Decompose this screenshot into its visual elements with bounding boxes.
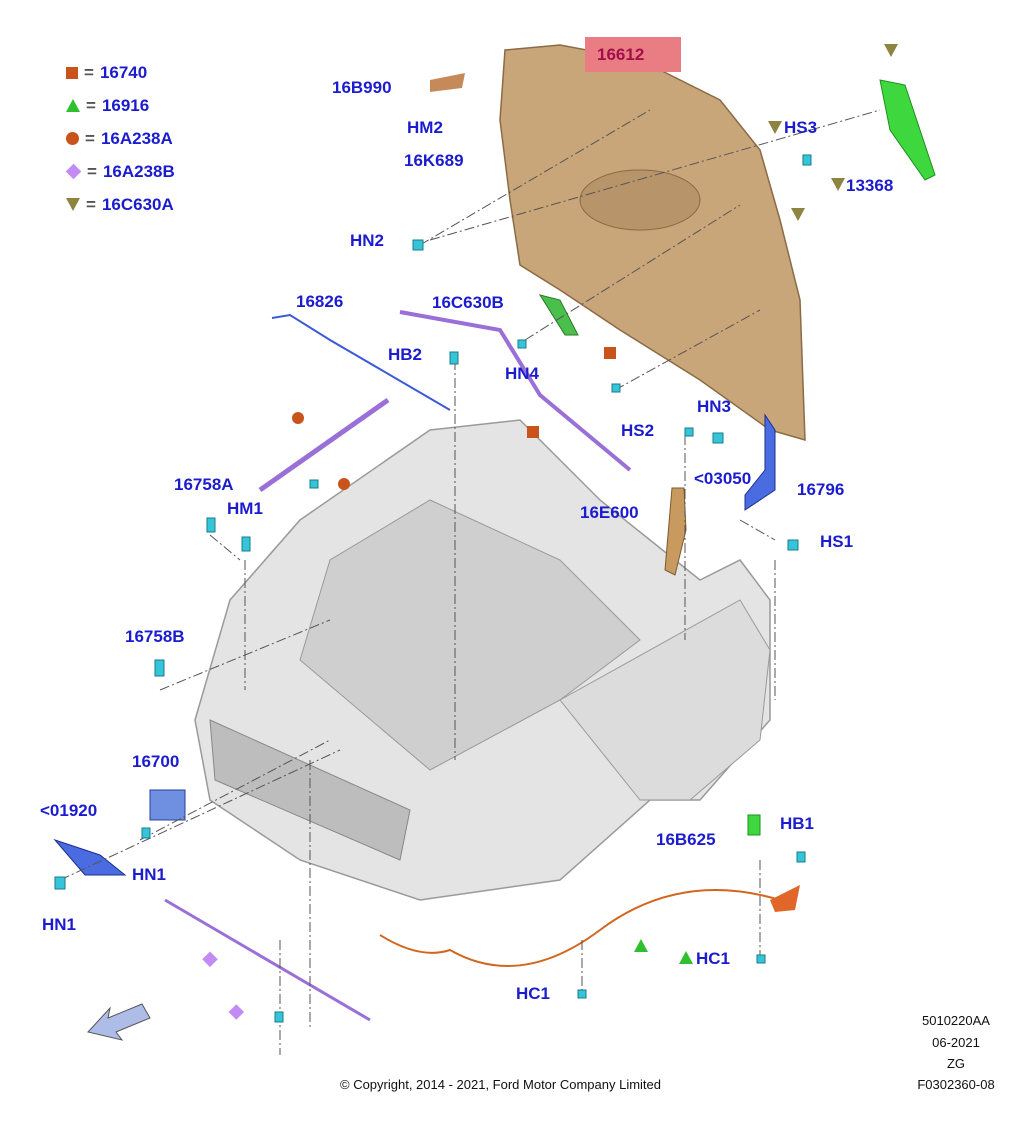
release-handle <box>770 885 800 912</box>
square-symbol-16740 <box>527 426 539 438</box>
engine-bay <box>299 499 641 771</box>
bracket-01920 <box>53 838 127 876</box>
part-label[interactable]: 16B990 <box>332 78 392 97</box>
circle-symbol-16A238A <box>338 478 350 490</box>
hinge-16796 <box>744 413 776 511</box>
hood-emblem-recess <box>579 169 701 231</box>
legend-part: 16C630A <box>101 194 174 214</box>
legend-row: = 16C630A <box>66 188 175 221</box>
part-label[interactable]: 16796 <box>797 480 845 499</box>
triangle-down-icon <box>66 198 80 211</box>
triangle-symbol-16C630A <box>768 121 782 134</box>
sensor-16E600 <box>664 487 687 576</box>
part-label[interactable]: HB2 <box>388 345 423 364</box>
vehicle-direction-arrow <box>87 1003 151 1041</box>
triangle-symbol-16916 <box>634 939 648 952</box>
part-label[interactable]: 16758B <box>125 627 185 646</box>
part-label[interactable]: 13368 <box>846 176 894 195</box>
diamond-symbol-16A238B <box>228 1004 245 1020</box>
front-grille <box>209 719 411 861</box>
diagram-code: 5010220AA <box>922 1013 990 1028</box>
legend-row: = 16A238A <box>66 122 175 155</box>
legend-row: = 16916 <box>66 89 175 122</box>
prop-rod-16826 <box>271 313 451 411</box>
seal-16C630B <box>538 294 579 336</box>
square-symbol-16740 <box>604 347 616 359</box>
symbol-legend: = 16740 = 16916 = 16A238A = 16A238B = 16… <box>65 56 175 221</box>
clips <box>54 154 812 1023</box>
part-label[interactable]: HB1 <box>780 814 815 833</box>
circle-symbol-16A238A <box>292 412 304 424</box>
diagram-date: 06-2021 <box>932 1035 980 1050</box>
diagram-region: ZG <box>946 1056 966 1071</box>
part-label[interactable]: HC1 <box>516 984 551 1003</box>
diamond-icon <box>65 163 82 180</box>
bumper-16B990 <box>430 73 465 92</box>
part-label[interactable]: <03050 <box>694 469 752 488</box>
triangle-symbol-16C630A <box>791 208 805 221</box>
weatherstrip-16A238A <box>258 397 390 493</box>
part-label[interactable]: <01920 <box>40 801 98 820</box>
latch-16700 <box>149 789 186 821</box>
part-label[interactable]: 16826 <box>296 292 344 311</box>
copyright-notice: © Copyright, 2014 - 2021, Ford Motor Com… <box>340 1077 662 1092</box>
part-label[interactable]: 16700 <box>132 752 180 771</box>
part-label[interactable]: HN3 <box>697 397 732 416</box>
part-label[interactable]: 16758A <box>174 475 234 494</box>
legend-row: = 16740 <box>66 56 175 89</box>
weatherstrip-16A238B-lower <box>164 898 371 1022</box>
legend-part: 16A238B <box>102 161 175 181</box>
part-label[interactable]: HS1 <box>820 532 854 551</box>
part-label[interactable]: HM2 <box>407 118 443 137</box>
leader-lines <box>59 109 881 1055</box>
part-label[interactable]: HN1 <box>132 865 167 884</box>
part-label[interactable]: HC1 <box>696 949 731 968</box>
part-label[interactable]: HM1 <box>227 499 263 518</box>
triangle-up-icon <box>66 99 80 112</box>
part-label[interactable]: HN1 <box>42 915 77 934</box>
part-label[interactable]: 16B625 <box>656 830 716 849</box>
part-label[interactable]: HS2 <box>621 421 655 440</box>
part-label[interactable]: 16C630B <box>432 293 504 312</box>
part-label[interactable]: 16E600 <box>580 503 639 522</box>
hood-insulator-16C630A <box>879 79 936 181</box>
fender <box>559 599 771 801</box>
square-icon <box>66 66 78 79</box>
triangle-symbol-16916 <box>679 951 693 964</box>
triangle-symbol-16C630A <box>884 44 898 57</box>
circle-icon <box>66 132 79 145</box>
legend-part: 16A238A <box>100 128 173 148</box>
part-label[interactable]: HN2 <box>350 231 385 250</box>
highlighted-part-label: 16612 <box>597 45 645 64</box>
bumper-16B625 <box>747 814 761 836</box>
part-label[interactable]: 16K689 <box>404 151 464 170</box>
figure-number: F0302360-08 <box>917 1077 995 1092</box>
release-cable-16916 <box>379 889 781 967</box>
weatherstrip-16A238B-upper <box>399 310 632 472</box>
legend-part: 16740 <box>99 62 148 82</box>
part-label[interactable]: HS3 <box>784 118 818 137</box>
diamond-symbol-16A238B <box>202 951 218 968</box>
legend-part: 16916 <box>101 95 150 115</box>
legend-row: = 16A238B <box>65 155 175 188</box>
part-label[interactable]: HN4 <box>505 364 540 383</box>
highlighted-part-callout[interactable]: 16612 <box>585 37 681 72</box>
triangle-symbol-16C630A <box>831 178 845 191</box>
hood-panel <box>499 44 806 442</box>
